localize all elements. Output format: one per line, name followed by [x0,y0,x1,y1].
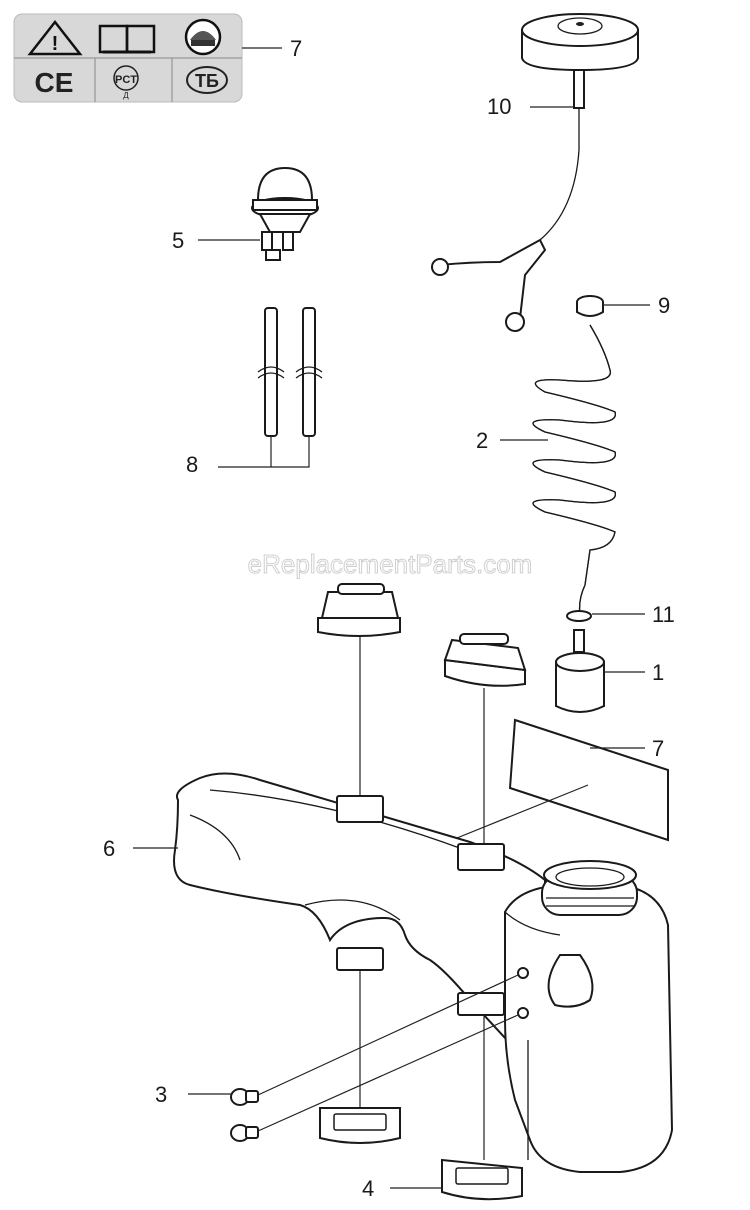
callout-10: 10 [487,94,511,119]
callout-2: 2 [476,428,488,453]
callout-11: 11 [652,602,675,627]
fuel-filter-part [555,629,605,713]
tb-mark: ТБ [186,66,228,94]
fuel-lines-part [257,307,323,437]
manual-book-icon [98,24,156,54]
watermark-text: eReplacementParts.com [248,549,533,579]
callout-8: 8 [186,452,198,477]
fuel-cap-part [431,13,639,332]
callout-1: 1 [652,660,664,685]
decal-plate-part [508,718,669,842]
pct-mark: PCT Д [113,65,139,100]
rubber-mount-top-right [443,633,527,687]
callout-9: 9 [658,293,670,318]
callout-7-decal: 7 [652,736,664,761]
callout-7-top: 7 [290,36,302,61]
primer-bulb-part [251,166,319,261]
callout-6: 6 [103,836,115,861]
callout-4: 4 [362,1176,374,1201]
o-ring-part [566,610,592,622]
hose-clamp-part [576,295,604,317]
rubber-mount-bottom-right [441,1158,523,1201]
warning-label-panel: ! CE PCT Д ТБ [13,13,243,103]
helmet-icon [184,18,222,56]
callout-3: 3 [155,1082,167,1107]
ce-mark: CE [35,67,74,98]
callout-5: 5 [172,228,184,253]
fuel-tank-part [173,772,674,1173]
warning-triangle-icon: ! [27,19,83,56]
tb-mark-text: ТБ [195,71,219,91]
svg-text:!: ! [52,33,59,55]
rubber-mount-top-left [317,583,401,637]
coiled-fuel-hose-part [532,324,616,616]
rubber-mount-bottom-left [319,1107,401,1144]
pct-mark-sub: Д [123,91,129,100]
pct-mark-text: PCT [115,74,137,86]
screws-part [230,1088,259,1142]
